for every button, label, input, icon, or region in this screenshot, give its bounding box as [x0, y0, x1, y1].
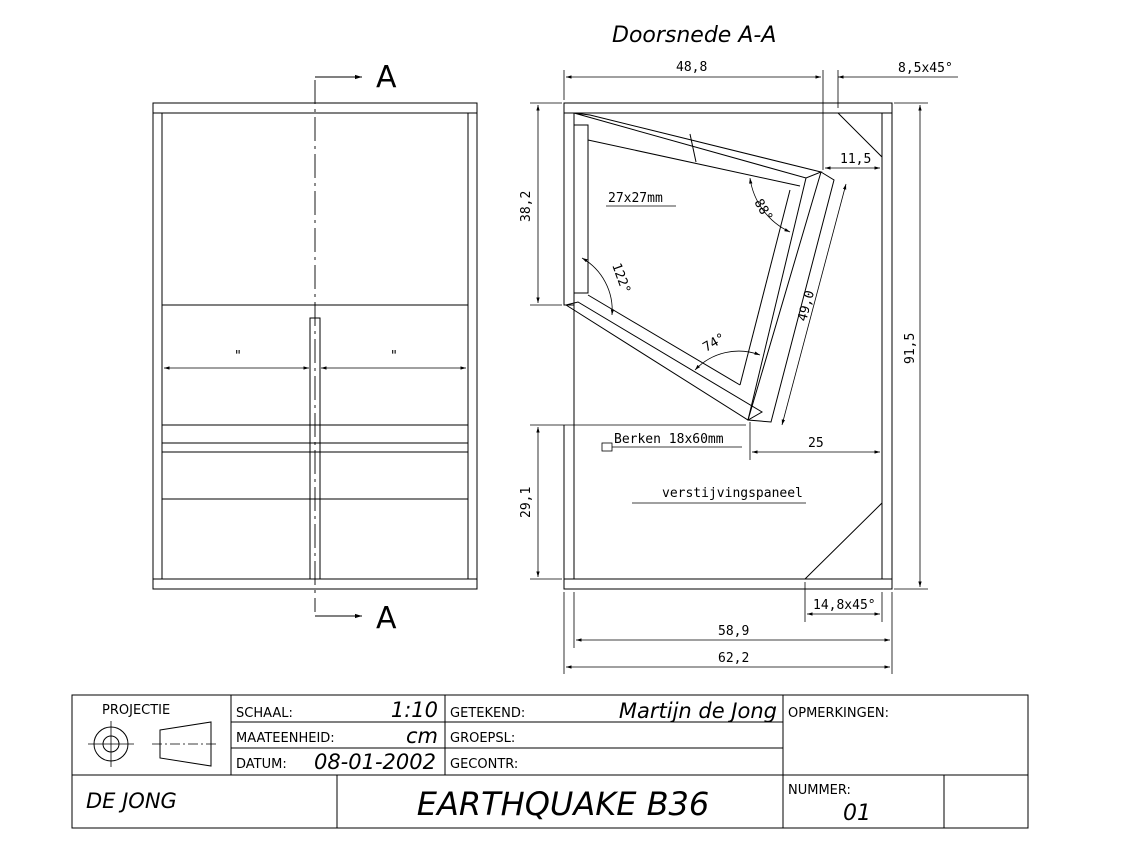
dim-line-slant	[781, 183, 847, 426]
dim-left-upper: 38,2	[519, 191, 534, 222]
section-title: Doorsnede A-A	[612, 23, 776, 48]
company-name: DE JONG	[86, 789, 177, 813]
dim-tick-left: "	[234, 349, 242, 364]
left-wall-upper	[563, 112, 575, 306]
dim-inner-offset: 11,5	[840, 152, 871, 167]
berken-brace-symbol	[601, 442, 613, 452]
nummer-label: NUMMER:	[788, 783, 851, 798]
dim-total-width: 62,2	[718, 651, 749, 666]
chamfer-bottom-right	[803, 501, 883, 580]
note-stiffener: verstijvingspaneel	[662, 486, 803, 501]
projectie-label: PROJECTIE	[102, 703, 170, 718]
section-marker-top: A	[376, 60, 397, 95]
getekend-value: Martijn de Jong	[619, 699, 777, 723]
dim-bottom-offset: 25	[808, 436, 824, 451]
arc-88	[749, 177, 791, 233]
angle-74: 74°	[701, 331, 729, 356]
arc-122	[581, 257, 615, 316]
dim-slant-length: 49,0	[795, 289, 818, 323]
dim-chamfer-bottom: 14,8x45°	[813, 598, 876, 613]
section-marker-bottom: A	[376, 601, 397, 636]
front-view: A A " "	[152, 60, 478, 636]
inner-left-batten	[573, 124, 589, 294]
bottom-wall	[563, 578, 893, 590]
title-block: PROJECTIE SCHAAL: 1:10 MAATEENHEID: cm D…	[71, 694, 1029, 829]
nummer-value: 01	[843, 801, 871, 826]
dim-top-width: 48,8	[676, 60, 707, 75]
top-panel-tick	[689, 133, 697, 163]
right-wall	[881, 112, 893, 580]
maateenheid-label: MAATEENHEID:	[236, 731, 335, 746]
title-block-frame	[71, 694, 1029, 829]
note-batten: 27x27mm	[608, 191, 663, 206]
drawing-title: EARTHQUAKE B36	[417, 785, 710, 823]
maateenheid-value: cm	[406, 724, 438, 748]
arc-74	[694, 350, 761, 371]
gecontr-label: GECONTR:	[450, 757, 518, 772]
dim-chamfer-top: 8,5x45°	[898, 61, 953, 76]
groepsl-label: GROEPSL:	[450, 731, 515, 746]
getekend-label: GETEKEND:	[450, 706, 525, 721]
note-berken: Berken 18x60mm	[614, 432, 724, 447]
datum-value: 08-01-2002	[314, 750, 436, 774]
top-wall	[563, 102, 893, 114]
dim-right-height: 91,5	[903, 333, 918, 364]
datum-label: DATUM:	[236, 757, 287, 772]
inner-bottom-panel	[564, 301, 763, 421]
angle-122: 122°	[608, 261, 633, 296]
section-view: Doorsnede A-A 48,8 8,5x45° 11	[519, 23, 958, 674]
inner-slant-panel	[747, 171, 835, 423]
opmerkingen-label: OPMERKINGEN:	[788, 706, 889, 721]
chamfer-top-right	[836, 112, 883, 159]
schaal-label: SCHAAL:	[236, 706, 293, 721]
schaal-value: 1:10	[391, 698, 438, 722]
dim-tick-right: "	[390, 349, 398, 364]
dim-inner-width: 58,9	[718, 624, 749, 639]
projection-symbol-icon	[88, 721, 218, 767]
dim-left-lower: 29,1	[519, 487, 534, 518]
